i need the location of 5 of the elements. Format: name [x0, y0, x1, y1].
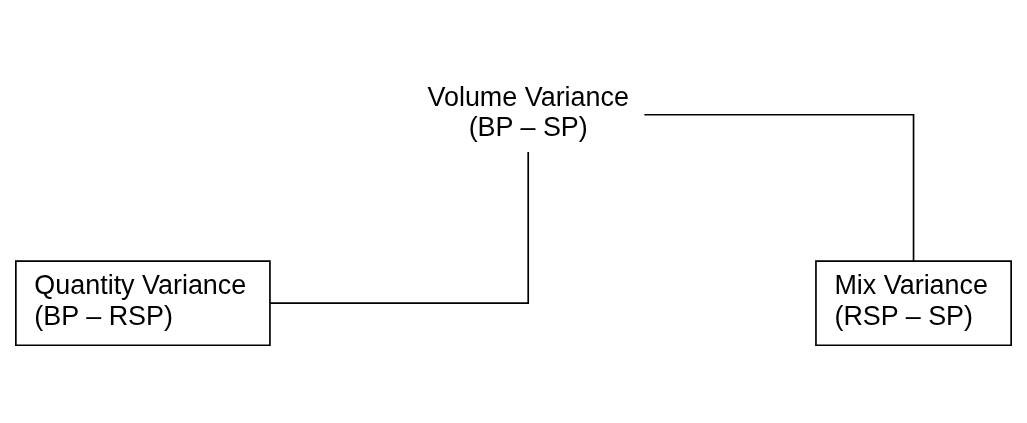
connector [269, 151, 530, 305]
node-box: Quantity Variance (BP – RSP) [15, 260, 271, 347]
node-text: Volume Variance (BP – SP) [427, 82, 629, 143]
node-box: Mix Variance (RSP – SP) [815, 260, 1012, 347]
connector [643, 113, 915, 262]
